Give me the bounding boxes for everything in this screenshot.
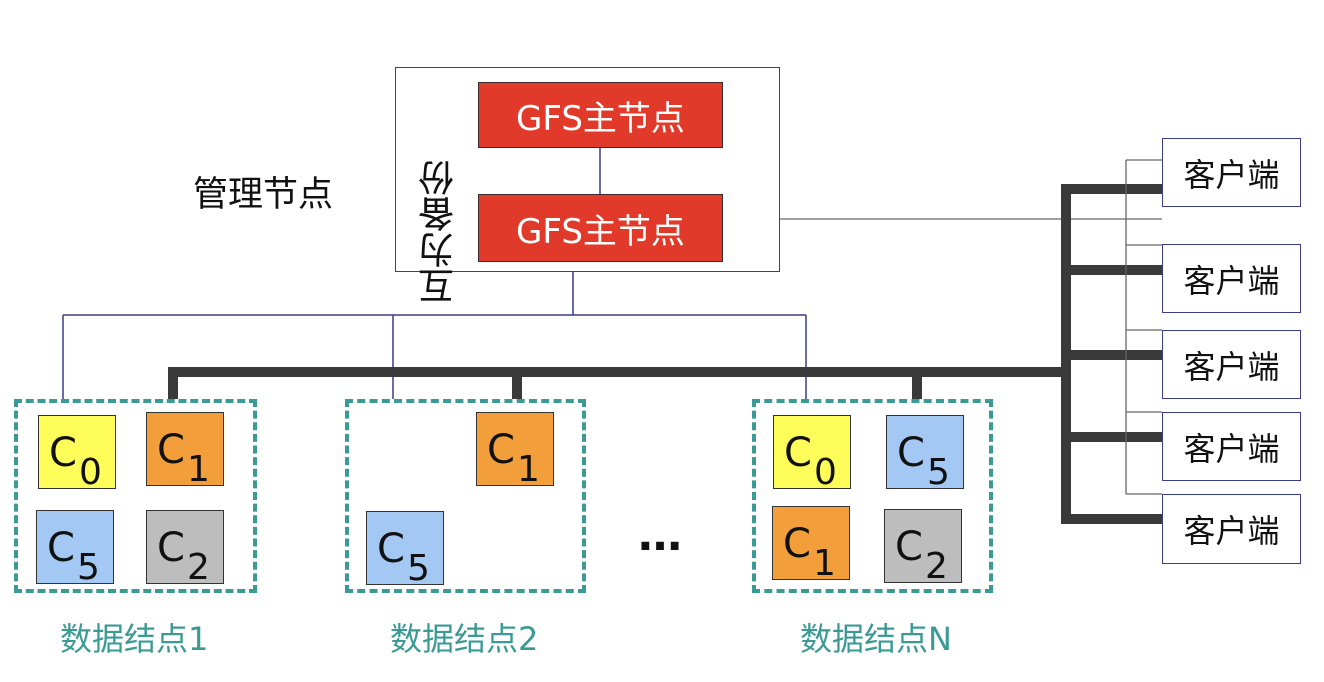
data-node-1: C0 C1 C5 C2 bbox=[14, 399, 257, 593]
client-thin-feeds bbox=[1125, 159, 1162, 495]
more-nodes-ellipsis: … bbox=[638, 510, 686, 561]
chunk-c1: C1 bbox=[146, 412, 224, 490]
chunk-c0: C0 bbox=[773, 415, 851, 493]
chunk-c5: C5 bbox=[366, 511, 444, 589]
data-node-2: C1 C5 bbox=[345, 399, 586, 593]
chunk-c5: C5 bbox=[886, 415, 964, 493]
client-box-5: 客户端 bbox=[1162, 494, 1301, 564]
data-node-2-label: 数据结点2 bbox=[390, 620, 539, 658]
data-node-n: C0 C5 C1 C2 bbox=[752, 399, 993, 593]
chunk-c0: C0 bbox=[38, 415, 116, 493]
mutual-backup-label: 互为备份 bbox=[419, 160, 460, 304]
management-node-label: 管理节点 bbox=[193, 175, 334, 215]
data-node-1-label: 数据结点1 bbox=[60, 620, 209, 658]
gfs-master-secondary: GFS主节点 bbox=[478, 194, 723, 262]
chunk-c1: C1 bbox=[772, 506, 850, 584]
client-box-3: 客户端 bbox=[1162, 330, 1301, 399]
client-box-4: 客户端 bbox=[1162, 412, 1301, 481]
chunk-c5: C5 bbox=[36, 510, 114, 588]
management-node-frame bbox=[395, 67, 780, 272]
client-box-2: 客户端 bbox=[1162, 244, 1301, 313]
chunk-c2: C2 bbox=[146, 510, 224, 588]
client-box-1: 客户端 bbox=[1162, 138, 1301, 207]
chunk-c1: C1 bbox=[476, 412, 554, 490]
data-node-n-label: 数据结点N bbox=[800, 620, 952, 658]
chunk-c2: C2 bbox=[884, 509, 962, 587]
gfs-master-primary: GFS主节点 bbox=[478, 82, 723, 148]
